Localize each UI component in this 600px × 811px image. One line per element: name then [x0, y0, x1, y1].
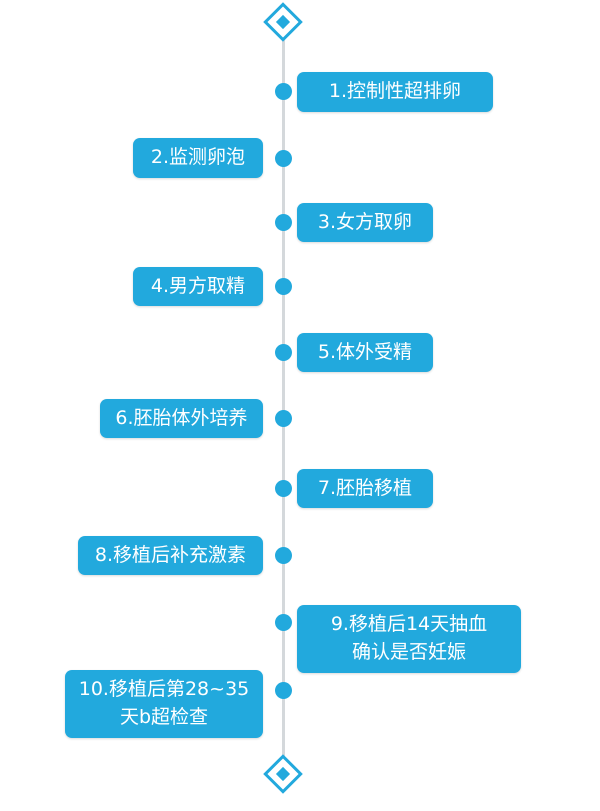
step-1-dot [275, 83, 292, 100]
step-10-dot [275, 682, 292, 699]
step-9-dot [275, 614, 292, 631]
step-6-dot [275, 410, 292, 427]
step-1-box: 1.控制性超排卵 [297, 72, 493, 112]
step-10-box: 10.移植后第28~35 天b超检查 [65, 670, 263, 738]
step-4-dot [275, 278, 292, 295]
step-5-dot [275, 344, 292, 361]
step-4-box: 4.男方取精 [133, 267, 263, 306]
end-diamond-icon [263, 754, 303, 794]
step-2-box: 2.监测卵泡 [133, 138, 263, 178]
timeline-axis [282, 30, 285, 765]
step-8-dot [275, 547, 292, 564]
step-5-box: 5.体外受精 [297, 333, 433, 372]
step-9-box: 9.移植后14天抽血 确认是否妊娠 [297, 605, 521, 673]
step-7-box: 7.胚胎移植 [297, 469, 433, 508]
start-diamond-icon [263, 2, 303, 42]
step-7-dot [275, 480, 292, 497]
step-8-box: 8.移植后补充激素 [78, 536, 263, 575]
step-2-dot [275, 150, 292, 167]
step-6-box: 6.胚胎体外培养 [100, 399, 263, 438]
step-3-dot [275, 214, 292, 231]
step-3-box: 3.女方取卵 [297, 203, 433, 242]
